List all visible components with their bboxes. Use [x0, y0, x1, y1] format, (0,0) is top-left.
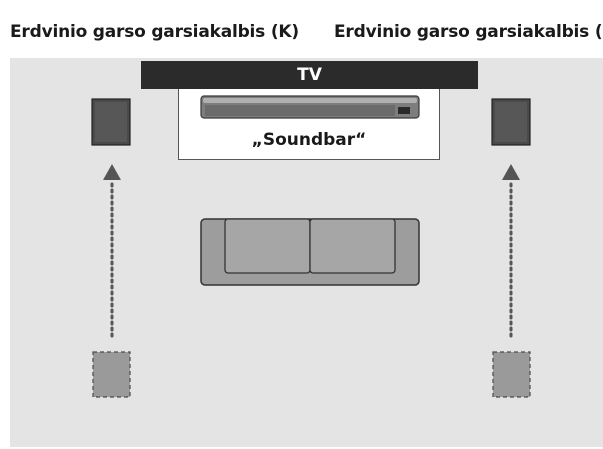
tv-label: TV — [141, 61, 478, 89]
left-speaker-label: Erdvinio garso garsiakalbis (K) — [10, 22, 299, 42]
left-speaker-icon — [91, 98, 131, 146]
right-move-arrow — [502, 164, 520, 338]
left-move-arrow — [103, 164, 121, 338]
right-speaker-label: Erdvinio garso garsiakalbis (D) — [334, 22, 603, 42]
right-speaker-icon — [491, 98, 531, 146]
right-speaker-original-icon — [492, 351, 531, 398]
soundbar-label: „Soundbar“ — [251, 130, 367, 150]
soundbar-icon — [200, 95, 420, 119]
sofa-icon — [200, 218, 420, 286]
left-speaker-original-icon — [92, 351, 131, 398]
